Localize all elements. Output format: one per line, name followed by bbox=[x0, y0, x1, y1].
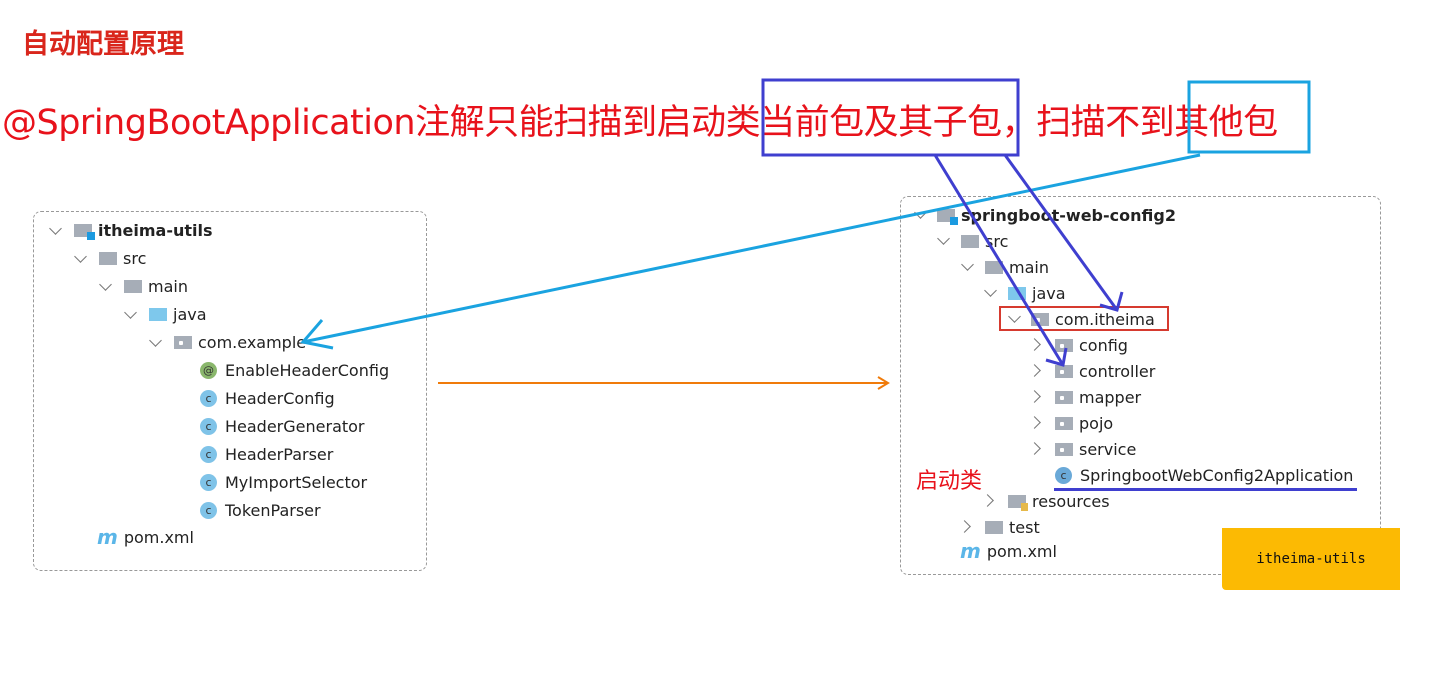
left-project-tree bbox=[33, 211, 427, 571]
tree-label: TokenParser bbox=[225, 500, 321, 520]
tree-item-project[interactable]: springboot-web-config2 bbox=[937, 203, 1176, 227]
blue-arrow-subpackages bbox=[933, 154, 1068, 367]
tree-label: EnableHeaderConfig bbox=[225, 360, 390, 380]
package-highlight-box bbox=[999, 306, 1169, 331]
headline-text: @SpringBootApplication注解只能扫描到启动类当前包及其子包，… bbox=[2, 103, 1278, 143]
folder-icon bbox=[961, 234, 979, 248]
resources-folder-icon bbox=[1008, 494, 1028, 511]
tree-item-src[interactable]: src bbox=[99, 246, 146, 270]
folder-icon bbox=[985, 260, 1003, 274]
tree-label: SpringbootWebConfig2Application bbox=[1080, 465, 1354, 485]
tree-item-class[interactable]: c HeaderParser bbox=[200, 442, 333, 466]
tree-label: pom.xml bbox=[986, 541, 1057, 561]
tree-item-subpackage[interactable]: mapper bbox=[1055, 385, 1141, 409]
class-icon: c bbox=[200, 445, 217, 463]
class-icon: c bbox=[200, 473, 217, 491]
right-project-tree bbox=[900, 196, 1381, 575]
tree-label: main bbox=[1009, 257, 1049, 277]
tree-label: java bbox=[173, 304, 207, 324]
tree-item-class[interactable]: c TokenParser bbox=[200, 498, 321, 522]
module-folder-icon bbox=[937, 208, 958, 225]
package-icon bbox=[1055, 442, 1073, 456]
tree-item-subpackage[interactable]: config bbox=[1055, 333, 1128, 357]
tree-label: HeaderParser bbox=[225, 444, 334, 464]
app-class-underline bbox=[1054, 488, 1357, 491]
module-folder-icon bbox=[74, 223, 95, 240]
tree-label: test bbox=[1009, 517, 1040, 537]
tree-label: com.itheima bbox=[1055, 309, 1155, 329]
tree-item-main[interactable]: main bbox=[124, 274, 188, 298]
tree-label: java bbox=[1032, 283, 1066, 303]
tree-item-project[interactable]: itheima-utils bbox=[74, 218, 213, 242]
other-package-highlight-box bbox=[1187, 80, 1311, 154]
package-icon bbox=[1055, 364, 1073, 378]
class-icon: c bbox=[200, 501, 217, 519]
startup-class-label: 启动类 bbox=[916, 469, 983, 494]
tree-item-resources[interactable]: resources bbox=[1008, 489, 1110, 513]
tree-label: controller bbox=[1079, 361, 1156, 381]
package-icon bbox=[1055, 338, 1073, 352]
folder-icon bbox=[99, 251, 117, 265]
tree-label: pojo bbox=[1079, 413, 1114, 433]
package-icon bbox=[1055, 390, 1073, 404]
maven-icon: m bbox=[97, 525, 118, 549]
tree-item-class[interactable]: c MyImportSelector bbox=[200, 470, 367, 494]
tree-item-class[interactable]: c HeaderConfig bbox=[200, 386, 335, 410]
tree-label: main bbox=[148, 276, 188, 296]
tree-label: springboot-web-config2 bbox=[961, 205, 1176, 225]
tree-item-main[interactable]: main bbox=[985, 255, 1049, 279]
sticky-note: itheima-utils bbox=[1222, 528, 1400, 590]
tree-item-subpackage[interactable]: service bbox=[1055, 437, 1136, 461]
cyan-arrow bbox=[300, 153, 1201, 350]
tree-label: mapper bbox=[1079, 387, 1142, 407]
blue-arrow-package bbox=[1003, 154, 1124, 312]
package-icon bbox=[174, 335, 192, 349]
tree-item-java[interactable]: java bbox=[149, 302, 207, 326]
tree-label: itheima-utils bbox=[98, 220, 213, 240]
source-folder-icon bbox=[149, 307, 167, 321]
folder-icon bbox=[124, 279, 142, 293]
tree-label: resources bbox=[1032, 491, 1110, 511]
tree-label: config bbox=[1079, 335, 1128, 355]
tree-item-class[interactable]: c HeaderGenerator bbox=[200, 414, 365, 438]
tree-item-test[interactable]: test bbox=[985, 515, 1040, 539]
tree-label: pom.xml bbox=[123, 527, 194, 547]
tree-label: HeaderGenerator bbox=[225, 416, 365, 436]
tree-label: src bbox=[123, 248, 147, 268]
slide-title: 自动配置原理 bbox=[22, 29, 184, 60]
tree-item-package[interactable]: com.example bbox=[174, 330, 306, 354]
tree-item-class[interactable]: @ EnableHeaderConfig bbox=[200, 358, 389, 382]
tree-label: service bbox=[1079, 439, 1137, 459]
tree-item-subpackage[interactable]: pojo bbox=[1055, 411, 1113, 435]
tree-item-subpackage[interactable]: controller bbox=[1055, 359, 1155, 383]
class-icon: c bbox=[200, 417, 217, 435]
package-icon bbox=[1055, 416, 1073, 430]
tree-label: com.example bbox=[198, 332, 307, 352]
tree-label: HeaderConfig bbox=[225, 388, 335, 408]
current-package-highlight-box bbox=[761, 78, 1020, 157]
tree-label: MyImportSelector bbox=[225, 472, 368, 492]
class-icon: c bbox=[200, 389, 217, 407]
folder-icon bbox=[985, 520, 1003, 534]
tree-item-app-class[interactable]: c SpringbootWebConfig2Application bbox=[1055, 463, 1353, 487]
orange-arrow bbox=[438, 376, 890, 390]
annotation-icon: @ bbox=[200, 361, 217, 379]
spring-boot-class-icon: c bbox=[1055, 466, 1072, 484]
maven-icon: m bbox=[960, 539, 981, 563]
